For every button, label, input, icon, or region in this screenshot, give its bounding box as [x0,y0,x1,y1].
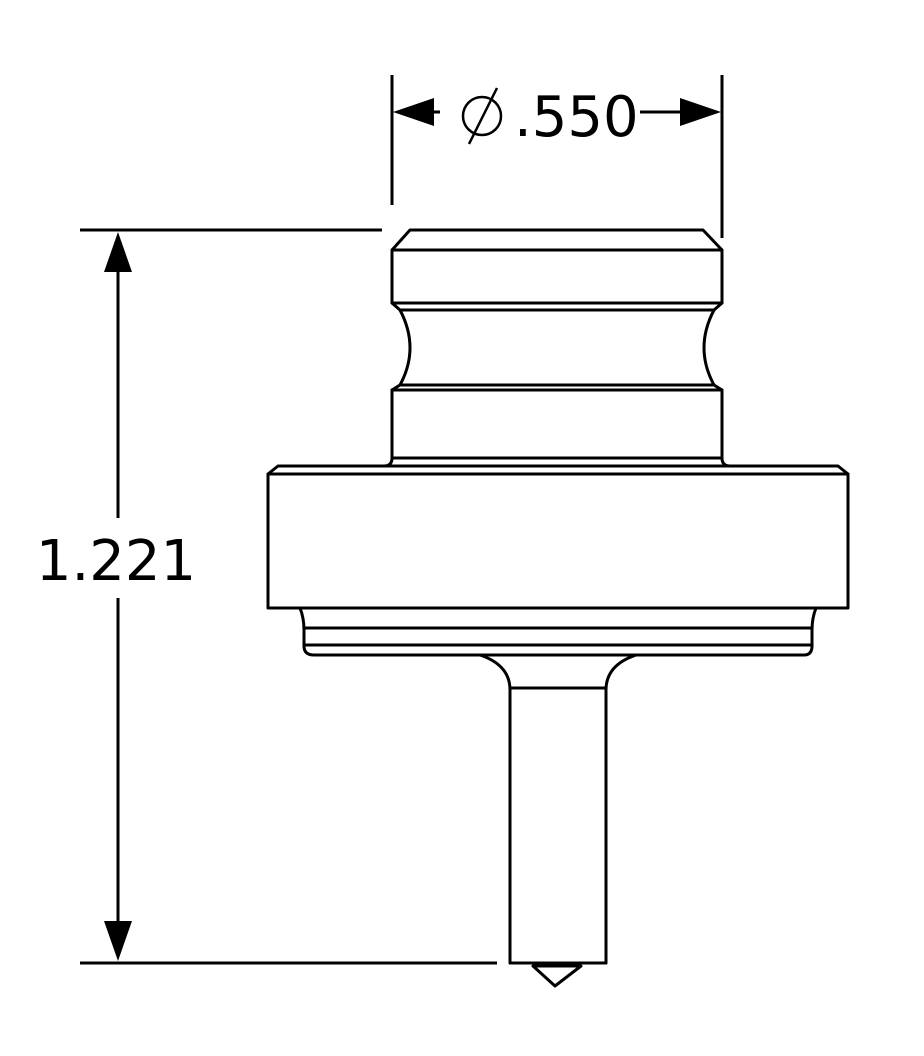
diameter-value: .550 [514,85,639,150]
pin-right-fillet [604,653,638,692]
height-dimension: 1.221 [36,228,497,965]
height-arrow-top [104,232,132,272]
pin-left-fillet [478,653,512,692]
pin-part [266,228,850,988]
diameter-arrow-left [393,98,434,126]
top-cap-outline [390,228,724,305]
height-arrow-bottom [104,921,132,961]
flange-outline [266,464,850,610]
diameter-dimension: .550 [390,75,724,238]
groove-right-profile [702,301,724,392]
diameter-symbol-icon [461,87,503,145]
pin-tip [531,964,583,988]
groove-left-profile [390,301,412,392]
relief-bottom-outline [302,644,814,657]
height-value: 1.221 [36,529,196,594]
diameter-arrow-right [680,98,721,126]
